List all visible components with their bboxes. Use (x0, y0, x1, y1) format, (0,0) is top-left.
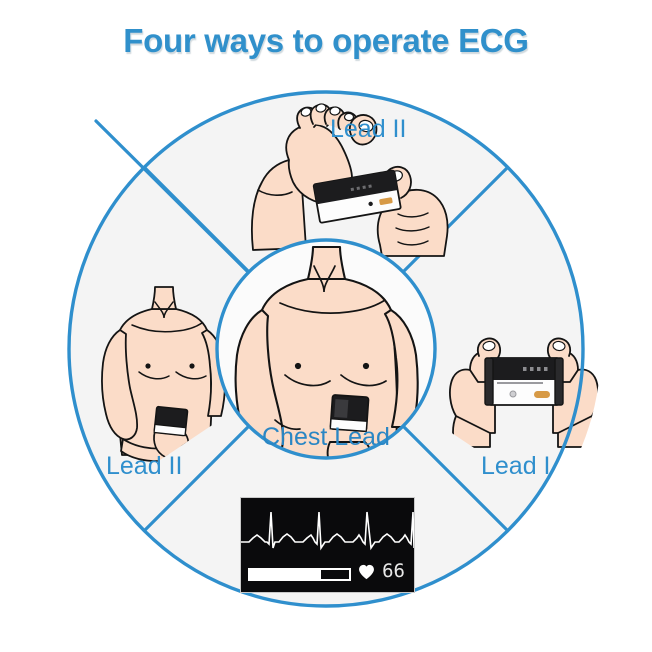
recording-progress-fill (250, 570, 322, 579)
segment-label-left: Lead II (106, 452, 183, 480)
illustration-torso-chest-lead (234, 245, 419, 457)
segment-label-center: Chest Lead (262, 423, 390, 451)
outer-circle-stroke (67, 90, 585, 608)
inner-circle-stroke (215, 238, 437, 460)
page-title: Four ways to operate ECG (123, 22, 529, 59)
ecg-monitor: 66 (240, 497, 415, 593)
heart-rate-group: 66 (358, 562, 405, 581)
illustration-foot-lead-ii (250, 103, 449, 257)
recording-progress-bar (248, 568, 351, 581)
ecg-device-lead-i (484, 357, 564, 406)
heart-icon (359, 564, 375, 579)
segment-label-top: Lead II (330, 115, 407, 143)
heart-rate-value: 66 (382, 560, 405, 582)
segment-label-right: Lead I (481, 452, 551, 480)
illustration-hands-lead-i (449, 337, 599, 448)
ecg-waveform (241, 511, 414, 551)
